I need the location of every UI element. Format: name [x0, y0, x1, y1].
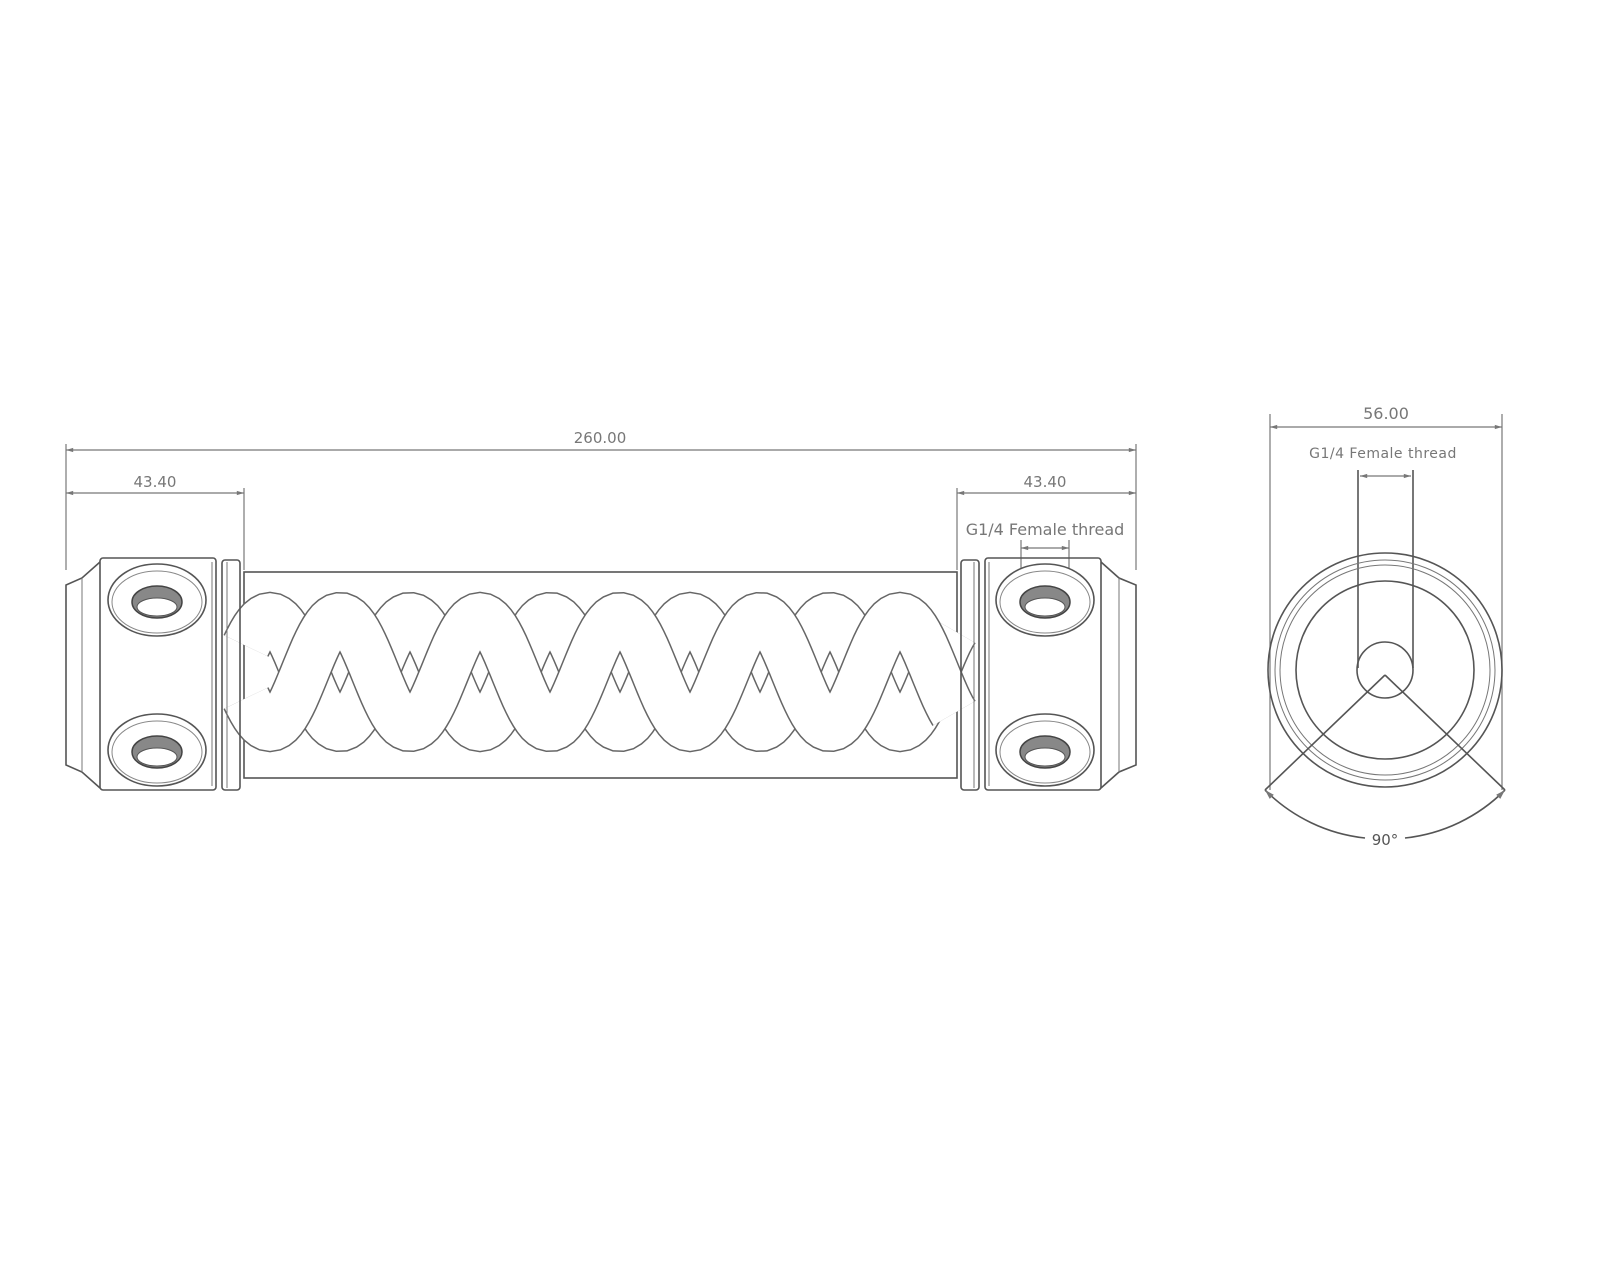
right-cap-length-label: 43.40: [1024, 473, 1067, 491]
left-cap-dimension: 43.40: [66, 473, 245, 570]
right-end-cap: [960, 557, 1137, 791]
thread-port: [995, 713, 1095, 787]
center-port: [1356, 641, 1414, 699]
outer-ring: [1267, 552, 1503, 788]
side-view: 260.00 43.40 43.40 G1/4 Female thread: [65, 429, 1137, 791]
thread-port: [995, 563, 1095, 637]
left-end-cap: [65, 557, 241, 791]
overall-length-dimension: 260.00: [65, 429, 1137, 570]
angle-label: 90°: [1372, 831, 1399, 849]
left-cap-length-label: 43.40: [134, 473, 177, 491]
braid-strand-a: [224, 593, 975, 751]
end-view: 56.00 G1/4 Female thread 90°: [1264, 404, 1506, 849]
thread-port: [107, 563, 207, 637]
thread-port: [107, 713, 207, 787]
right-cap-dimension: 43.40: [956, 473, 1136, 570]
braided-coil: [223, 591, 976, 753]
diameter-label: 56.00: [1363, 404, 1409, 423]
overall-length-label: 260.00: [574, 429, 627, 447]
end-thread-label: G1/4 Female thread: [1309, 446, 1457, 462]
thread-label: G1/4 Female thread: [966, 520, 1125, 539]
thread-ports: [107, 563, 1095, 787]
